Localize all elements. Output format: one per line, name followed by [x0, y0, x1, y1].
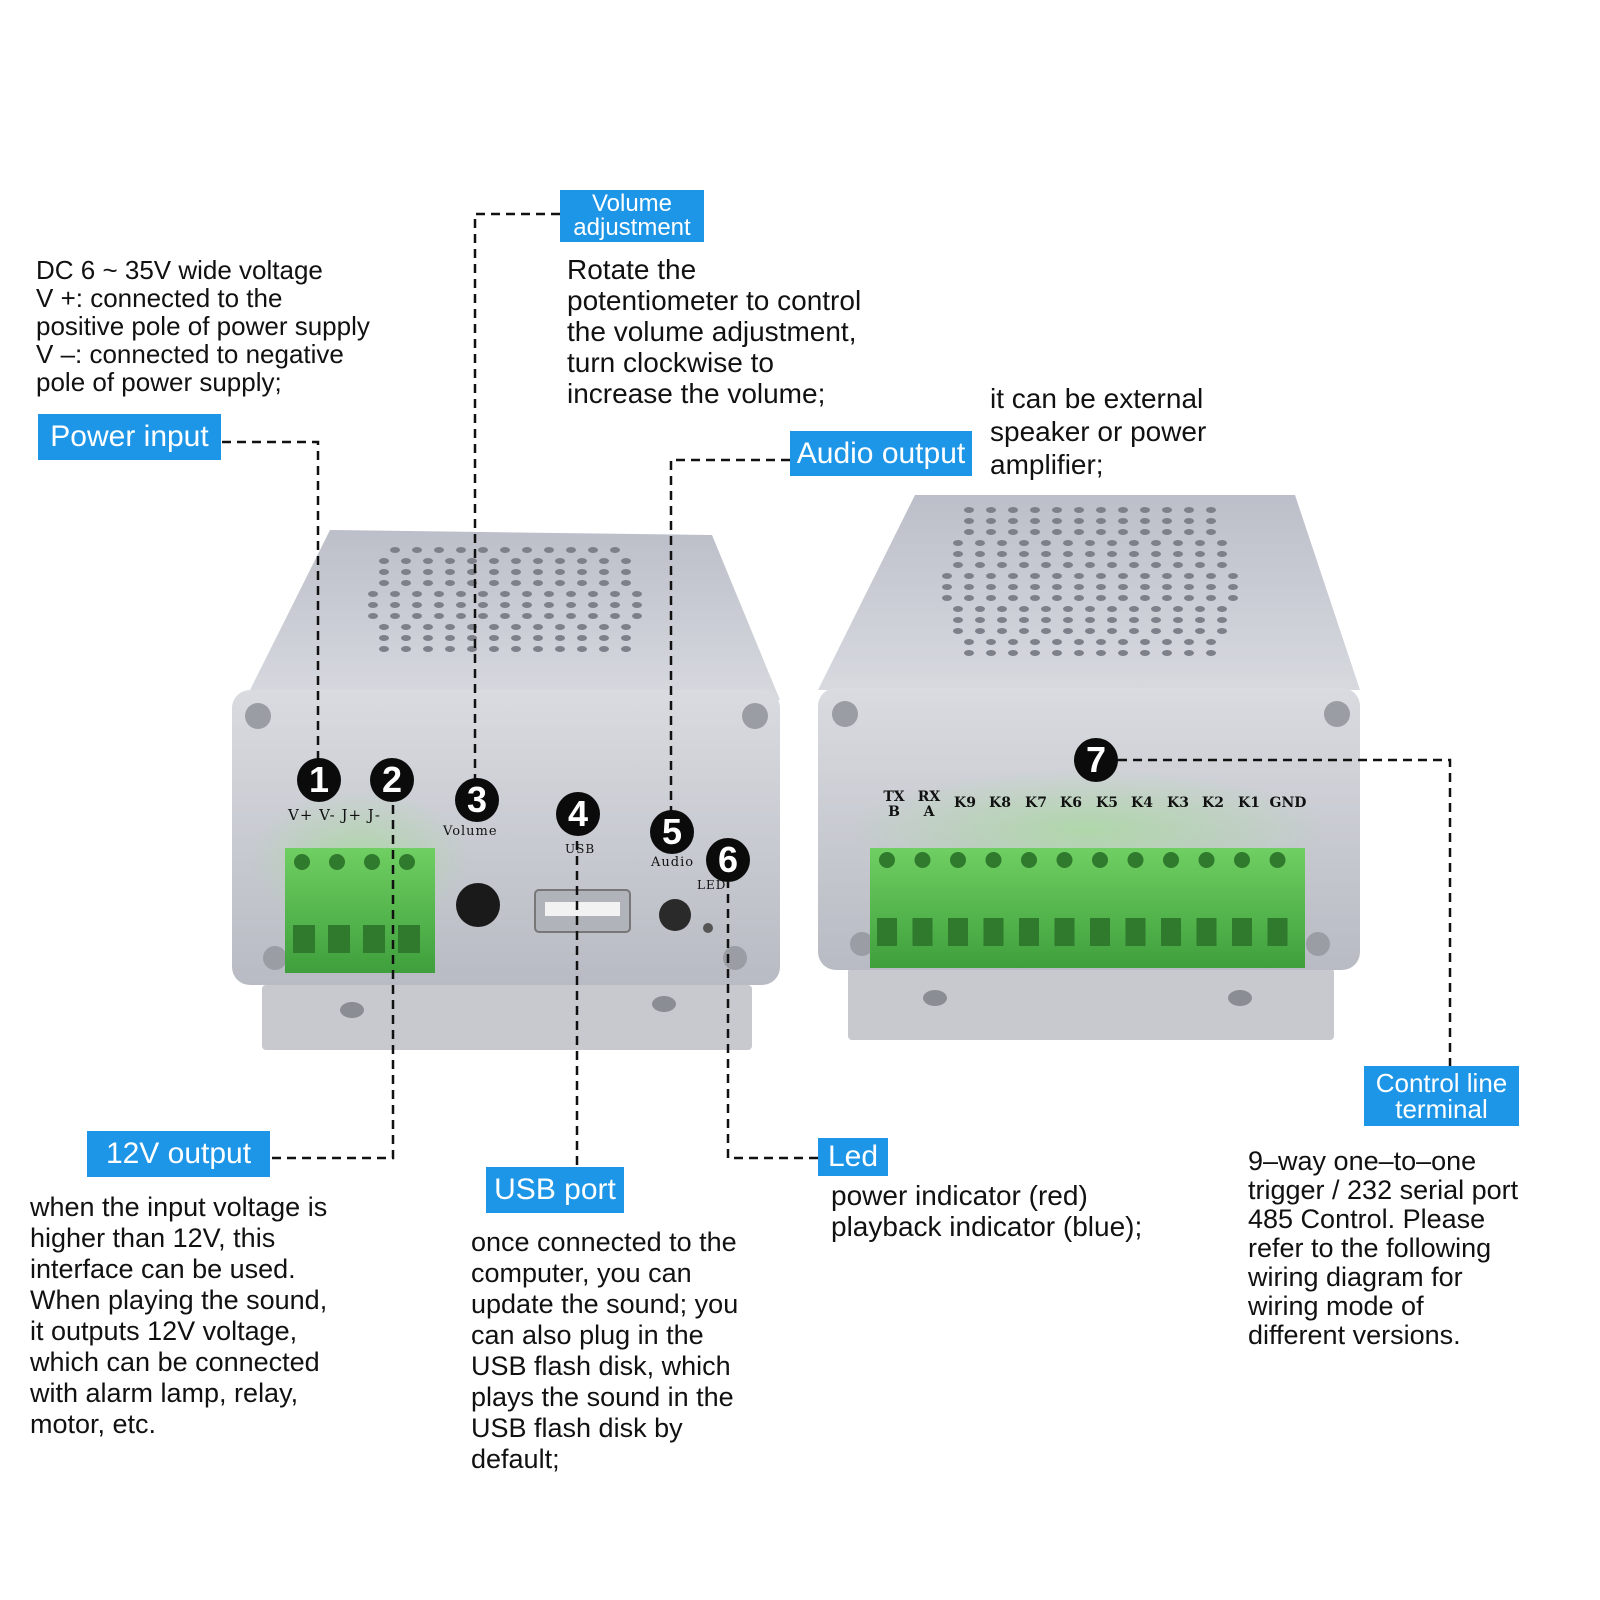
output-12v-description: when the input voltage is higher than 12…	[30, 1192, 328, 1439]
marker-4: 4	[556, 792, 600, 836]
leader-power	[222, 440, 320, 760]
usb-port-description: once connected to the computer, you can …	[471, 1227, 739, 1474]
marker-3: 3	[455, 778, 499, 822]
marker-1: 1	[297, 758, 341, 802]
marker-5: 5	[650, 810, 694, 854]
front-unit	[232, 530, 780, 1050]
led-panel-label: LED	[697, 878, 727, 892]
volume-adjustment-description: Rotate the potentiometer to control the …	[567, 254, 862, 409]
terminal-label: K8	[989, 795, 1011, 811]
back-terminal-labels: TX B RX A K9 K8 K7 K6 K5 K4 K3 K2 K1 GND	[876, 790, 1316, 830]
terminal-label: K3	[1167, 795, 1189, 811]
back-vent-holes	[942, 507, 1238, 656]
usb-port-tag: USB port	[486, 1167, 624, 1213]
power-input-tag: Power input	[38, 414, 221, 460]
output-12v-tag: 12V output	[87, 1131, 270, 1177]
volume-panel-label: Volume	[443, 824, 498, 839]
marker-7: 7	[1074, 738, 1118, 782]
terminal-label: RX A	[917, 789, 941, 820]
back-unit	[818, 495, 1360, 1040]
terminal-label: TX B	[883, 789, 905, 820]
terminal-label: K7	[1025, 795, 1047, 811]
marker-6: 6	[706, 838, 750, 882]
front-vent-holes	[368, 547, 642, 652]
leader-control	[1118, 758, 1452, 1066]
leader-lines	[222, 212, 1452, 1165]
marker-2: 2	[370, 758, 414, 802]
control-terminal-block	[870, 848, 1305, 968]
audio-output-description: it can be external speaker or power ampl…	[990, 383, 1207, 480]
usb-panel-label: USB	[565, 842, 596, 856]
front-base-plate	[262, 985, 752, 1050]
led-light	[703, 923, 713, 933]
terminal-label: K9	[954, 795, 976, 811]
terminal-label: K6	[1060, 795, 1082, 811]
back-base-plate	[848, 968, 1334, 1040]
terminal-label: K4	[1131, 795, 1153, 811]
leader-led	[726, 882, 818, 1160]
audio-output-tag: Audio output	[790, 431, 972, 476]
leader-12v	[272, 800, 395, 1160]
control-line-terminal-description: 9–way one–to–one trigger / 232 serial po…	[1248, 1146, 1519, 1350]
control-line-terminal-tag: Control line terminal	[1364, 1066, 1519, 1126]
front-terminal-labels: V+ V- J+ J-	[288, 806, 381, 824]
power-input-description: DC 6 ~ 35V wide voltage V +: connected t…	[36, 255, 370, 397]
terminal-label: K2	[1202, 795, 1224, 811]
led-description: power indicator (red) playback indicator…	[831, 1180, 1143, 1242]
volume-knob	[456, 883, 500, 927]
back-top-cover	[818, 495, 1360, 690]
terminal-label: GND	[1269, 795, 1307, 811]
leader-audio	[669, 458, 790, 812]
terminal-label: K1	[1238, 795, 1260, 811]
led-tag: Led	[818, 1138, 888, 1176]
volume-adjustment-tag: Volume adjustment	[560, 190, 704, 242]
audio-panel-label: Audio	[651, 855, 695, 870]
terminal-label: K5	[1096, 795, 1118, 811]
audio-jack	[659, 899, 691, 931]
front-top-cover	[245, 530, 780, 700]
